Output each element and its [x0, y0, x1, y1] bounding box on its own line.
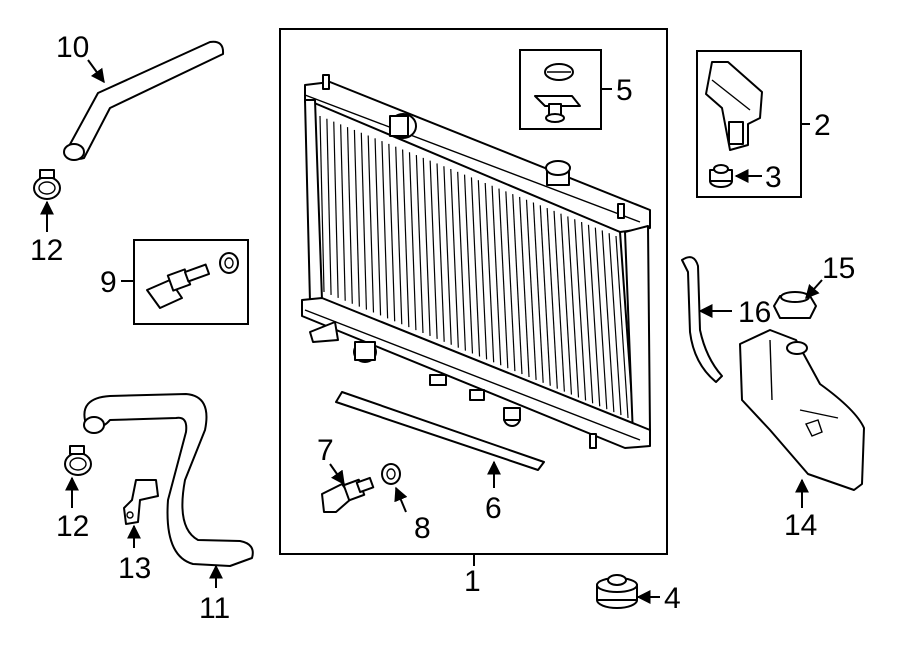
radiator-fin — [519, 196, 530, 378]
radiator-fin — [443, 166, 452, 345]
callout-15: 15 — [822, 252, 855, 285]
radiator-fin — [436, 163, 445, 342]
radiator-fin — [326, 118, 332, 295]
hose-clamp-top-icon — [33, 169, 61, 200]
radiator-fin — [388, 143, 396, 322]
bracket-icon — [705, 61, 763, 151]
radiator-fin — [553, 210, 565, 392]
hose-bracket-icon — [123, 479, 159, 525]
callout-2: 2 — [814, 109, 831, 142]
radiator-fin — [450, 168, 459, 348]
upper-cushion-icon — [534, 63, 581, 123]
radiator-fin — [484, 182, 495, 363]
callout-9: 9 — [100, 266, 117, 299]
radiator-fin — [367, 135, 375, 313]
radiator-fin — [532, 202, 544, 383]
lower-hose-icon — [83, 393, 254, 567]
radiator-fin — [346, 127, 353, 304]
coolant-reservoir-icon — [739, 329, 865, 491]
radiator-assembly — [301, 74, 651, 449]
radiator-fin — [415, 155, 424, 334]
radiator-fin — [560, 213, 573, 395]
reservoir-cap-icon — [773, 291, 817, 319]
radiator-fin — [580, 222, 594, 404]
radiator-fin — [601, 230, 615, 413]
lower-cushion-icon — [596, 574, 638, 609]
hose-clamp-bottom-icon — [64, 445, 92, 476]
radiator-fin — [512, 194, 523, 375]
radiator-fin — [333, 121, 339, 298]
callout-6: 6 — [485, 492, 502, 525]
cushion-nut-icon — [709, 164, 733, 188]
callout-5: 5 — [616, 74, 633, 107]
callout-16: 16 — [738, 296, 771, 329]
radiator-fin — [353, 129, 360, 307]
radiator-fin — [470, 177, 481, 357]
callout-4: 4 — [664, 582, 681, 615]
temp-sensor-icon — [146, 252, 239, 309]
radiator-fin — [360, 132, 368, 310]
radiator-fin — [340, 124, 346, 301]
fan-switch-icon — [321, 476, 375, 513]
radiator-fin — [381, 141, 389, 319]
callout-8: 8 — [414, 512, 431, 545]
radiator-fin — [395, 146, 403, 325]
callout-11: 11 — [199, 592, 230, 625]
callout-14: 14 — [784, 509, 817, 542]
radiator-fin — [491, 185, 502, 366]
radiator-fin — [525, 199, 537, 380]
radiator-fin — [477, 180, 488, 360]
leader-lines — [40, 59, 823, 604]
upper-hose-icon — [63, 40, 225, 161]
callout-3: 3 — [765, 161, 782, 194]
callout-1: 1 — [464, 565, 481, 598]
radiator-fin — [587, 224, 601, 407]
radiator-fin — [422, 157, 431, 336]
radiator-fin — [615, 235, 629, 419]
radiator-fin — [429, 160, 438, 339]
callout-12-top: 12 — [30, 234, 63, 267]
seal-strip-icon — [335, 391, 545, 471]
callout-12-bottom: 12 — [56, 510, 89, 543]
overflow-tube-icon — [681, 256, 723, 383]
radiator-fin — [567, 216, 580, 398]
radiator-fin — [463, 174, 474, 354]
radiator-fin — [402, 149, 410, 328]
radiator-fin — [594, 227, 608, 410]
radiator-fin — [457, 171, 466, 351]
o-ring-icon — [381, 463, 401, 485]
callout-7: 7 — [317, 434, 334, 467]
callout-10: 10 — [56, 31, 89, 64]
radiator-fin — [374, 138, 382, 316]
radiator-fin — [505, 191, 516, 372]
radiator-fin — [574, 219, 587, 401]
radiator-fin — [608, 233, 622, 416]
radiator-fin — [319, 115, 325, 293]
callout-13: 13 — [118, 552, 151, 585]
radiator-fin — [539, 205, 551, 386]
radiator-fin — [498, 188, 509, 369]
radiator-fin — [546, 208, 558, 389]
radiator-fin — [408, 152, 417, 331]
